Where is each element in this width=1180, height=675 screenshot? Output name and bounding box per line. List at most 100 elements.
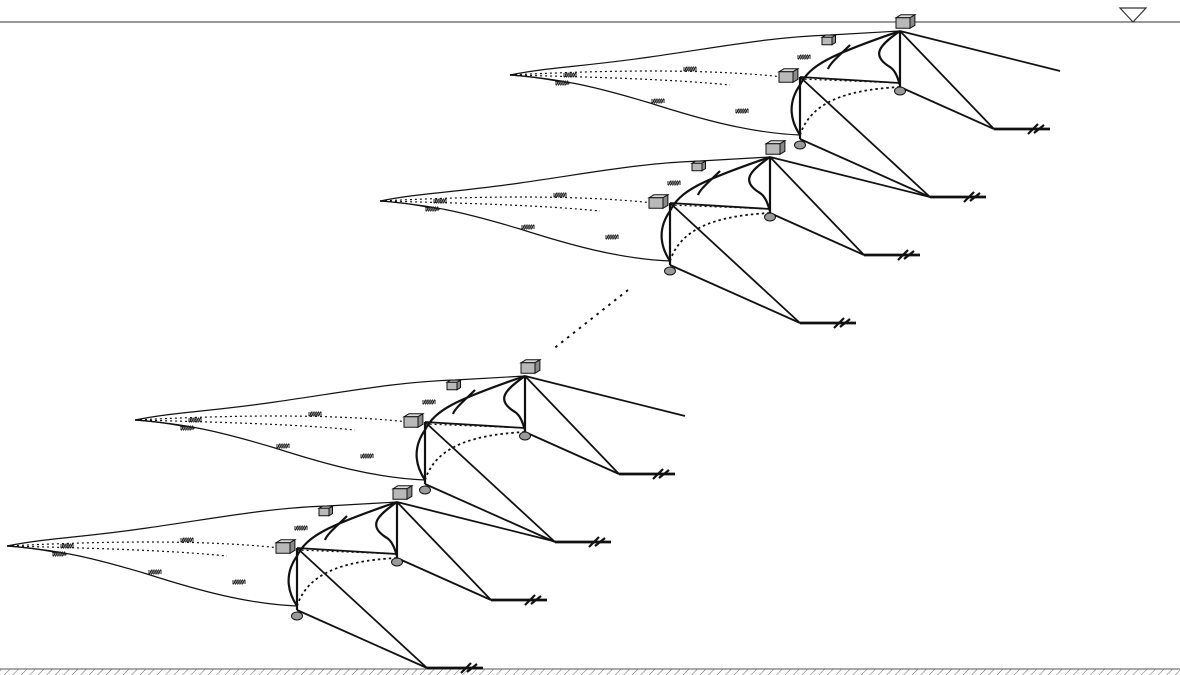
buoy-icon — [274, 538, 297, 555]
mooring-line — [899, 30, 1061, 72]
buoy-icon — [317, 505, 335, 517]
anchor-icon — [491, 594, 547, 606]
net-mouth-arc — [799, 86, 901, 136]
mooring-line — [899, 86, 995, 130]
fish-icon — [422, 399, 436, 405]
frame-hoop — [415, 374, 526, 481]
buoy-icon — [764, 139, 787, 156]
fyke-net-unit — [379, 139, 931, 329]
buoy-icon — [402, 412, 425, 429]
anchor-icon — [930, 191, 986, 203]
mooring-line — [396, 501, 558, 543]
fyke-net-unit — [509, 13, 1061, 203]
mooring-line — [799, 76, 901, 84]
anchor-icon — [800, 317, 856, 329]
fish-icon — [360, 453, 374, 459]
mooring-line — [899, 30, 995, 130]
mooring-line — [799, 138, 931, 198]
buoy-icon — [445, 379, 463, 391]
net-lower-edge — [379, 200, 671, 262]
anchor-icon — [619, 468, 675, 480]
mooring-line — [296, 547, 398, 555]
fish-icon — [735, 108, 749, 114]
fish-icon — [232, 579, 246, 585]
mooring-line — [769, 212, 865, 256]
fish-icon — [521, 224, 535, 230]
frame-hoop — [375, 501, 399, 557]
net-lower-edge — [134, 419, 426, 481]
fish-icon — [605, 234, 619, 240]
fish-icon — [60, 543, 74, 549]
water-level-marker-icon — [1118, 7, 1148, 23]
net-mouth-arc — [424, 431, 526, 481]
fish-icon — [433, 198, 447, 204]
mooring-line — [524, 431, 620, 475]
buoy-icon — [820, 34, 838, 46]
net-inner-funnel — [509, 74, 731, 86]
net-inner-funnel — [379, 200, 601, 212]
fish-icon — [148, 569, 162, 575]
sinker-weight — [391, 557, 403, 567]
net-inner-funnel — [6, 545, 228, 557]
anchor-icon — [555, 536, 611, 548]
anchor-icon — [427, 662, 483, 674]
fish-icon — [308, 411, 322, 417]
frame-hoop — [287, 500, 398, 607]
mooring-line — [296, 547, 428, 669]
frame-hoop — [503, 375, 527, 431]
frame-hoop — [660, 155, 771, 262]
fish-icon — [651, 98, 665, 104]
mooring-line — [296, 609, 428, 669]
mooring-line — [669, 202, 801, 324]
sinker-weight — [894, 86, 906, 96]
frame-hoop — [323, 515, 348, 541]
mooring-line — [669, 202, 771, 210]
anchor-icon — [994, 123, 1050, 135]
net-upper-edge — [134, 375, 526, 421]
sinker-weight — [519, 431, 531, 441]
net-inner-funnel — [379, 196, 771, 210]
fish-icon — [553, 192, 567, 198]
frame-hoop — [451, 389, 476, 415]
sinker-weight — [664, 266, 676, 276]
frame-hoop — [790, 29, 901, 136]
net-inner-funnel — [134, 419, 356, 431]
net-upper-edge — [509, 30, 901, 76]
net-upper-edge — [6, 501, 398, 547]
net-inner-funnel — [6, 541, 398, 555]
sinker-weight — [291, 611, 303, 621]
fish-icon — [555, 80, 569, 86]
anchor-icon — [864, 249, 920, 261]
buoy-icon — [690, 160, 708, 172]
mooring-line — [524, 375, 686, 417]
fish-icon — [180, 425, 194, 431]
frame-hoop — [696, 170, 721, 196]
mooring-line — [769, 156, 931, 198]
fish-icon — [276, 443, 290, 449]
fish-icon — [425, 206, 439, 212]
fish-icon — [188, 417, 202, 423]
buoy-icon — [391, 484, 414, 501]
sinker-weight — [419, 485, 431, 495]
buoy-icon — [519, 358, 542, 375]
frame-hoop — [748, 156, 772, 212]
mooring-line — [396, 501, 492, 601]
net-lower-edge — [509, 74, 801, 136]
mooring-line — [424, 421, 556, 543]
net-inner-funnel — [509, 70, 901, 84]
fish-icon — [294, 525, 308, 531]
fish-icon — [667, 180, 681, 186]
sinker-weight — [764, 212, 776, 222]
fish-icon — [180, 537, 194, 543]
mooring-line — [669, 264, 801, 324]
buoy-icon — [777, 67, 800, 84]
fish-icon — [52, 551, 66, 557]
frame-hoop — [826, 44, 851, 70]
fyke-net-unit — [6, 484, 558, 674]
seabed-hatching — [0, 668, 1180, 675]
sinker-weight — [794, 140, 806, 150]
mooring-line — [396, 557, 492, 601]
fish-icon — [683, 66, 697, 72]
mooring-line — [799, 76, 931, 198]
